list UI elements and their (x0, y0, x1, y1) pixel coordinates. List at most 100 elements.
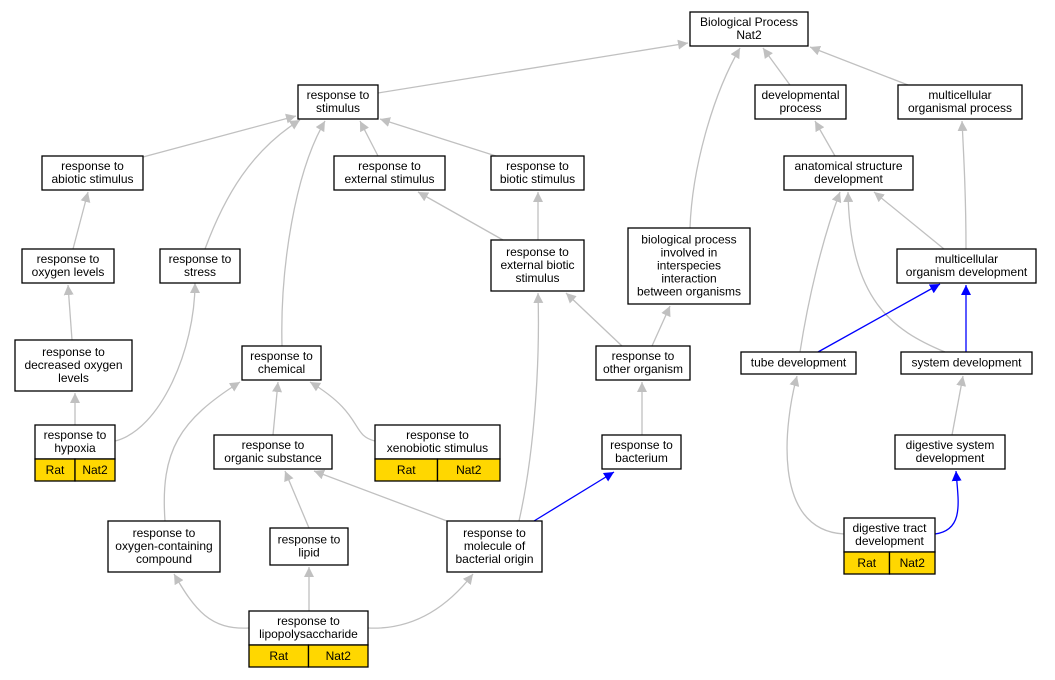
node-label-line: organism development (906, 265, 1028, 279)
node-system_dev[interactable]: system development (900, 351, 1033, 375)
node-box (269, 527, 349, 566)
node-box (446, 520, 543, 573)
node-label-line: Nat2 (736, 28, 762, 42)
node-label-line: xenobiotic stimulus (387, 441, 488, 455)
node-label-line: interspecies (657, 259, 721, 273)
annotation-label: Rat (46, 463, 65, 477)
node-label-line: lipopolysaccharide (259, 627, 358, 641)
edge-interspecies-to-bp_root-is-a (689, 47, 741, 229)
node-label-line: process (779, 101, 821, 115)
node-box (894, 434, 1006, 470)
node-box (896, 248, 1037, 284)
annotation-label: Rat (397, 463, 416, 477)
node-label-line: digestive tract (852, 521, 927, 535)
node-box (159, 248, 241, 284)
node-box (897, 84, 1023, 120)
edge-digest_tract-to-digest_sys-part-of (934, 470, 962, 535)
edge-bact_molecule-to-ext_biotic-is-a (518, 292, 544, 522)
annotation-label: Nat2 (82, 463, 108, 477)
edge-anat_dev-to-dev_proc-is-a (814, 120, 836, 157)
node-label-line: oxygen levels (32, 265, 105, 279)
edge-bact_molecule-to-organic-is-a (313, 469, 448, 522)
node-label-line: response to (463, 526, 526, 540)
node-label-line: stress (184, 265, 216, 279)
node-label-line: digestive system (906, 438, 995, 452)
edge-other_org-to-interspecies-is-a (651, 305, 671, 347)
edge-digest_sys-to-system_dev-is-a (951, 375, 967, 436)
node-box (107, 520, 221, 573)
node-box (213, 434, 333, 470)
node-label-line: bacterium (615, 451, 668, 465)
node-label-line: involved in (661, 246, 718, 260)
node-box (21, 248, 115, 284)
node-box (490, 155, 585, 191)
node-box (14, 339, 133, 392)
edge-stress-to-stimulus-is-a (204, 119, 301, 250)
node-box (34, 424, 116, 460)
edge-organic-to-chemical-is-a (272, 381, 283, 436)
node-label-line: response to (406, 428, 469, 442)
annotation-label: Nat2 (456, 463, 482, 477)
node-label-line: organic substance (224, 451, 322, 465)
edge-tube_dev-to-anat_dev-is-a (799, 191, 842, 353)
node-label-line: decreased oxygen (24, 358, 122, 372)
node-label-line: response to (506, 159, 569, 173)
node-label-line: response to (250, 349, 313, 363)
edge-dev_proc-to-bp_root-is-a (762, 47, 791, 86)
node-box (601, 434, 682, 470)
node-label-line: stimulus (515, 271, 559, 285)
edge-system_dev-to-anat_dev-is-a (843, 191, 946, 353)
node-label-line: response to (358, 159, 421, 173)
node-label-line: response to (612, 349, 675, 363)
node-label-line: response to (42, 345, 105, 359)
node-label-line: response to (133, 526, 196, 540)
node-box (740, 351, 857, 375)
node-label-line: development (916, 451, 985, 465)
edge-biotic-to-stimulus-is-a (379, 117, 497, 157)
node-box (241, 345, 322, 381)
edge-lps-to-bact_molecule-is-a (367, 573, 474, 629)
edge-multi_org_dev-to-multi_proc-is-a (957, 120, 968, 250)
edge-digest_tract-to-tube_dev-is-a (786, 375, 845, 535)
node-label-line: developmental (761, 88, 839, 102)
node-label-line: lipid (298, 546, 319, 560)
node-tube_dev[interactable]: tube development (740, 351, 857, 375)
node-label-line: between organisms (637, 285, 741, 299)
node-label-line: organismal process (908, 101, 1012, 115)
node-label-line: response to (61, 159, 124, 173)
node-label-line: Biological Process (700, 15, 798, 29)
node-label-line: biotic stimulus (500, 172, 575, 186)
edge-external-to-stimulus-is-a (359, 120, 379, 157)
node-label-line: response to (37, 252, 100, 266)
annotation-cell-nat2 (74, 458, 116, 482)
node-label-line: multicellular (928, 88, 991, 102)
